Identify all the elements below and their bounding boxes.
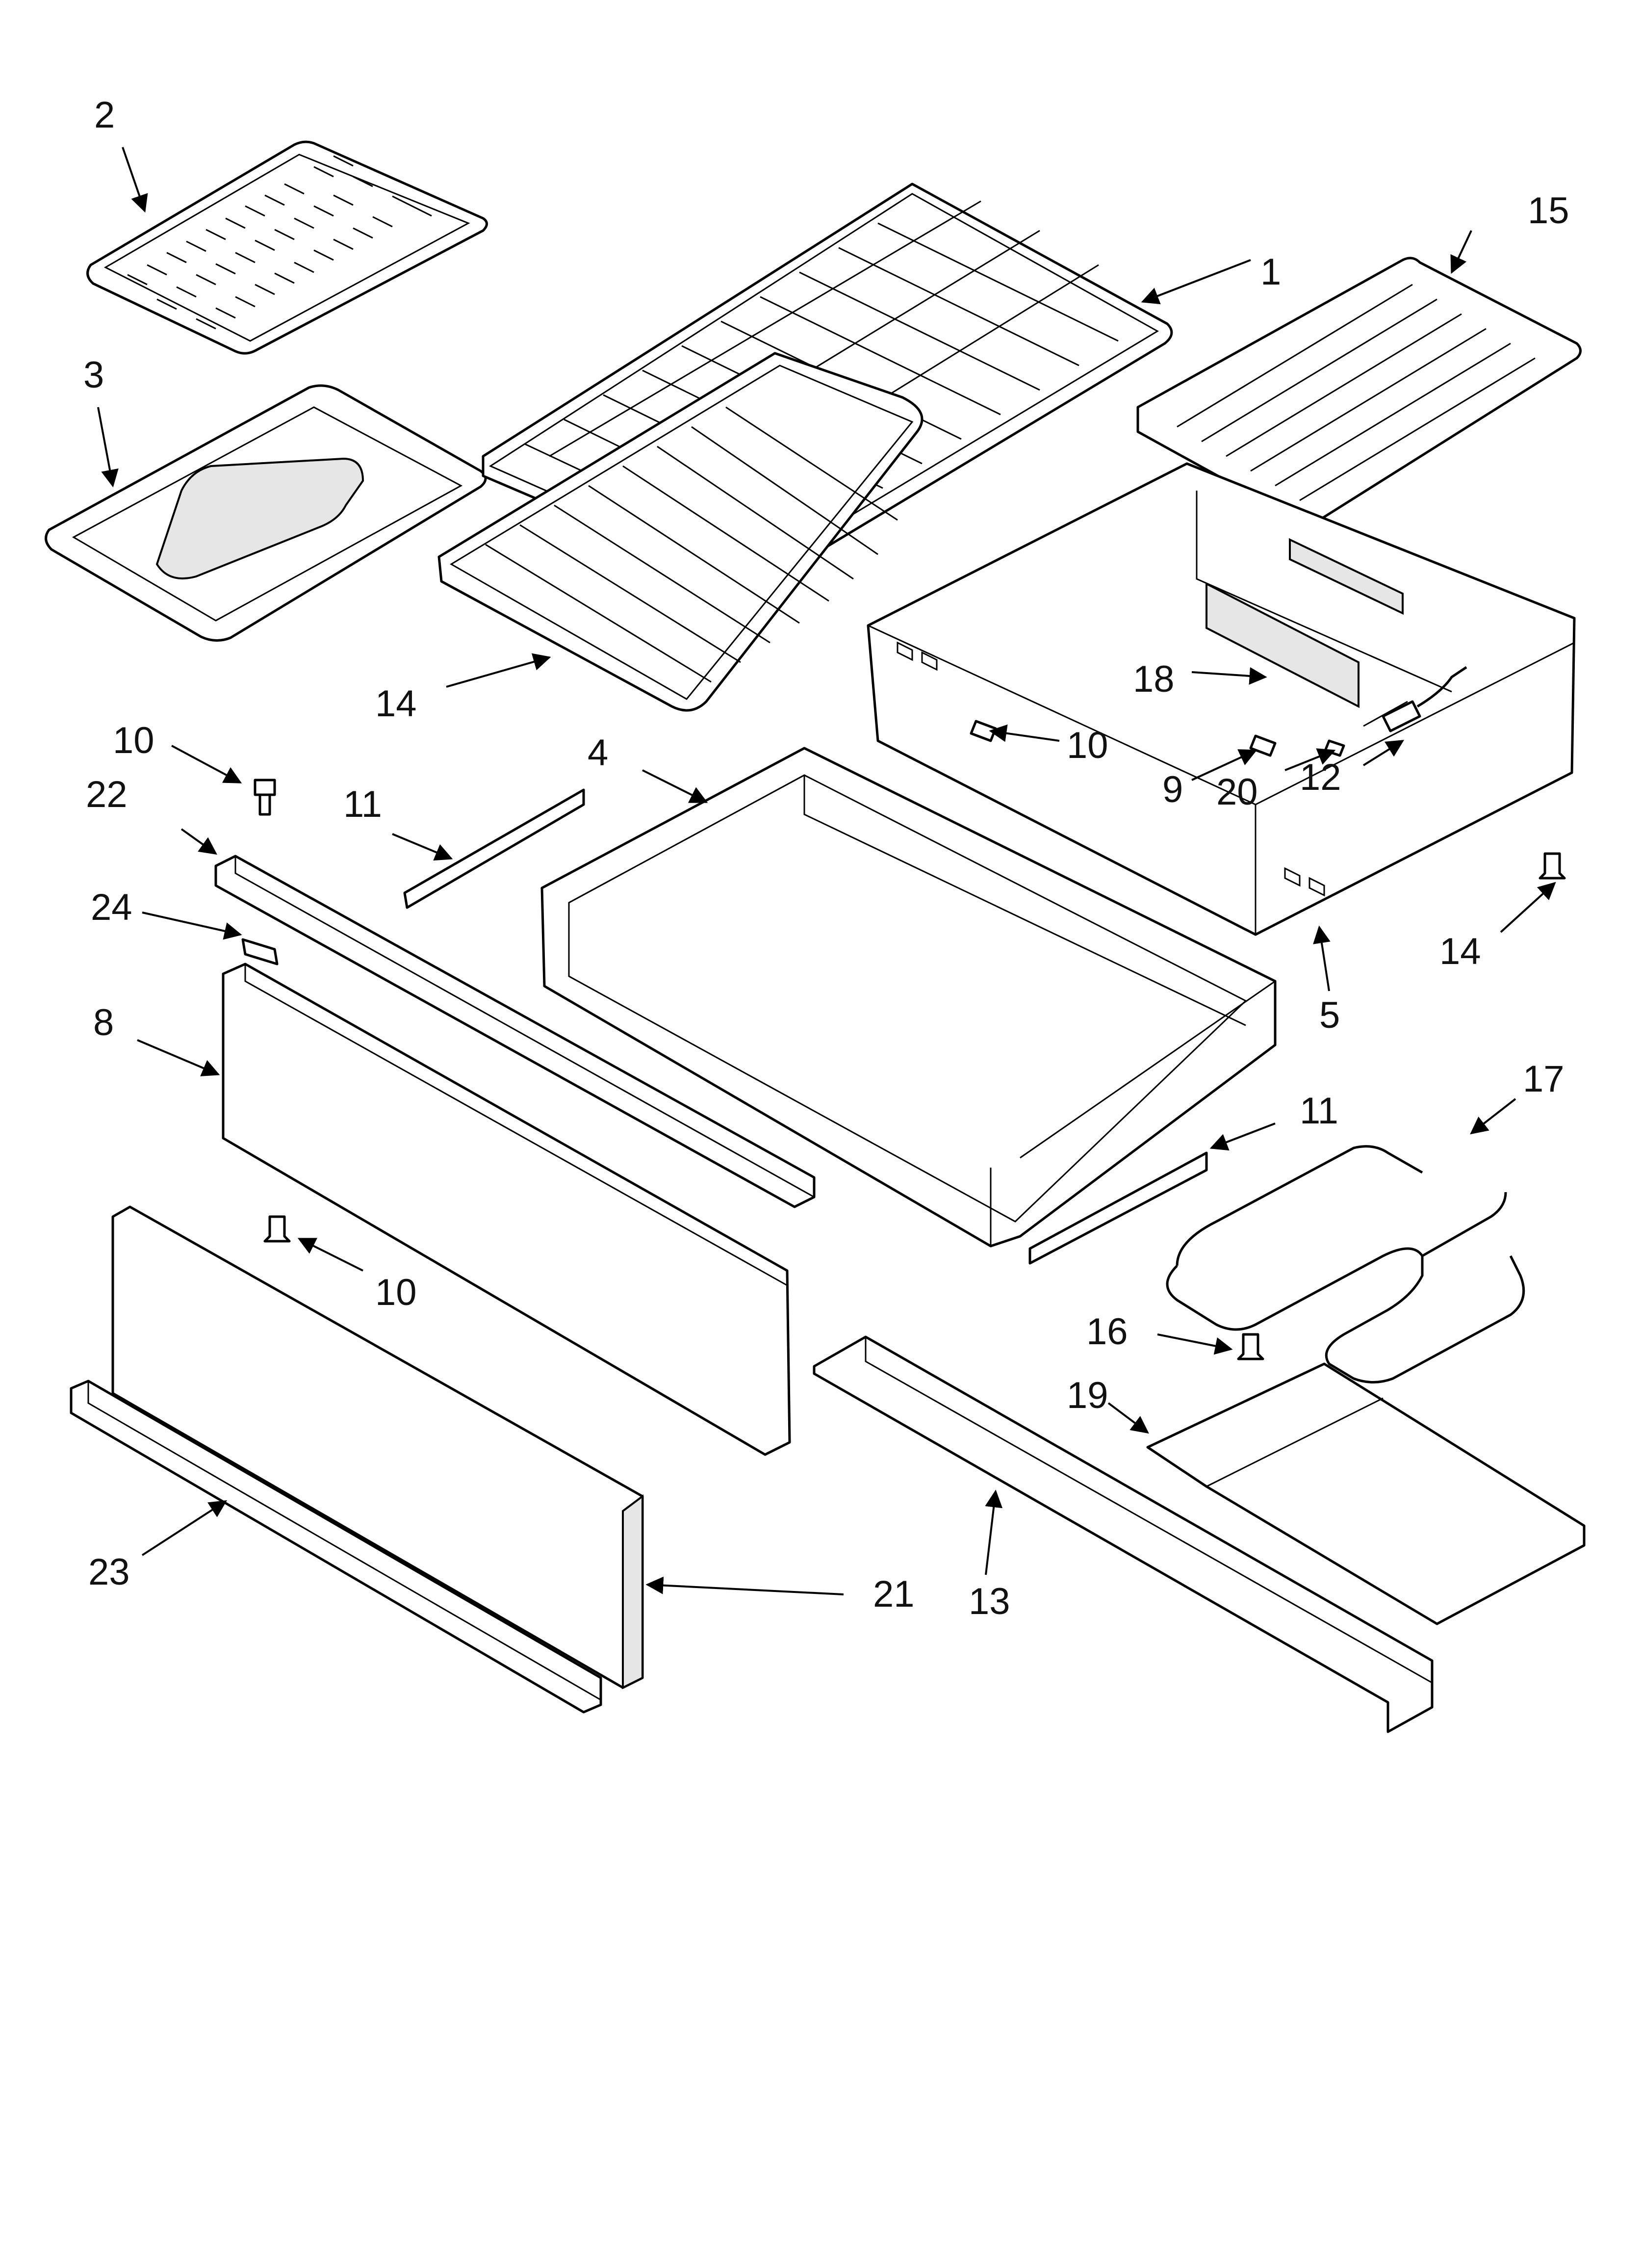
base-trim	[813, 1335, 1434, 1733]
callout-18: 18	[1133, 658, 1175, 700]
callout-20: 20	[1216, 771, 1258, 813]
screw-10-upper	[254, 779, 276, 816]
callout-15: 15	[1528, 190, 1569, 232]
callout-1: 1	[1260, 251, 1281, 293]
callout-10-bottom: 10	[375, 1272, 417, 1313]
lower-panel	[111, 1205, 644, 1690]
screw-16	[1237, 1333, 1264, 1360]
callout-17: 17	[1523, 1058, 1565, 1100]
callout-16: 16	[1086, 1311, 1128, 1353]
broiler-pan-grid	[86, 140, 488, 355]
callout-11-left: 11	[343, 783, 382, 825]
callout-13: 13	[969, 1581, 1010, 1622]
broiler-drawer	[540, 747, 1277, 1248]
callout-14-screw: 14	[1439, 931, 1481, 972]
callout-23: 23	[88, 1551, 130, 1593]
clip	[241, 938, 279, 965]
bake-element	[1166, 1145, 1525, 1383]
kick-plate	[70, 1380, 602, 1714]
broiler-pan	[45, 384, 487, 642]
drawer-slide-left	[403, 788, 585, 909]
callout-19: 19	[1067, 1375, 1108, 1416]
callout-10-housing: 10	[1067, 725, 1108, 766]
callout-11-right: 11	[1300, 1090, 1338, 1132]
callout-12: 12	[1300, 756, 1341, 798]
callout-22: 22	[86, 774, 128, 815]
leader-lines	[97, 147, 1556, 1595]
ignitor	[1382, 666, 1467, 732]
callout-9: 9	[1162, 769, 1183, 810]
callout-8: 8	[93, 1002, 114, 1043]
callout-3: 3	[83, 354, 104, 396]
callout-24: 24	[91, 886, 132, 928]
callout-21: 21	[873, 1573, 915, 1615]
heat-shield	[1146, 1362, 1586, 1625]
drawer-front-panel	[222, 963, 791, 1456]
callout-labels: 2 3 1 15 14 10 22 11 4 24 8 10 10 18 9 2…	[83, 94, 1569, 1622]
callout-4: 4	[588, 732, 608, 774]
screw-14	[1539, 852, 1566, 880]
screw-9	[1249, 734, 1277, 757]
drawer-slide-right	[1028, 1151, 1208, 1265]
callout-2: 2	[94, 94, 115, 136]
drawer-housing	[867, 462, 1576, 936]
grid-slots	[127, 155, 432, 330]
callout-14-rack: 14	[375, 683, 417, 725]
oven-rack-lower	[437, 352, 924, 712]
callout-5: 5	[1319, 994, 1340, 1036]
trim-bar	[214, 855, 816, 1208]
screw-10-lower	[263, 1215, 291, 1243]
callout-10-top: 10	[113, 720, 154, 761]
